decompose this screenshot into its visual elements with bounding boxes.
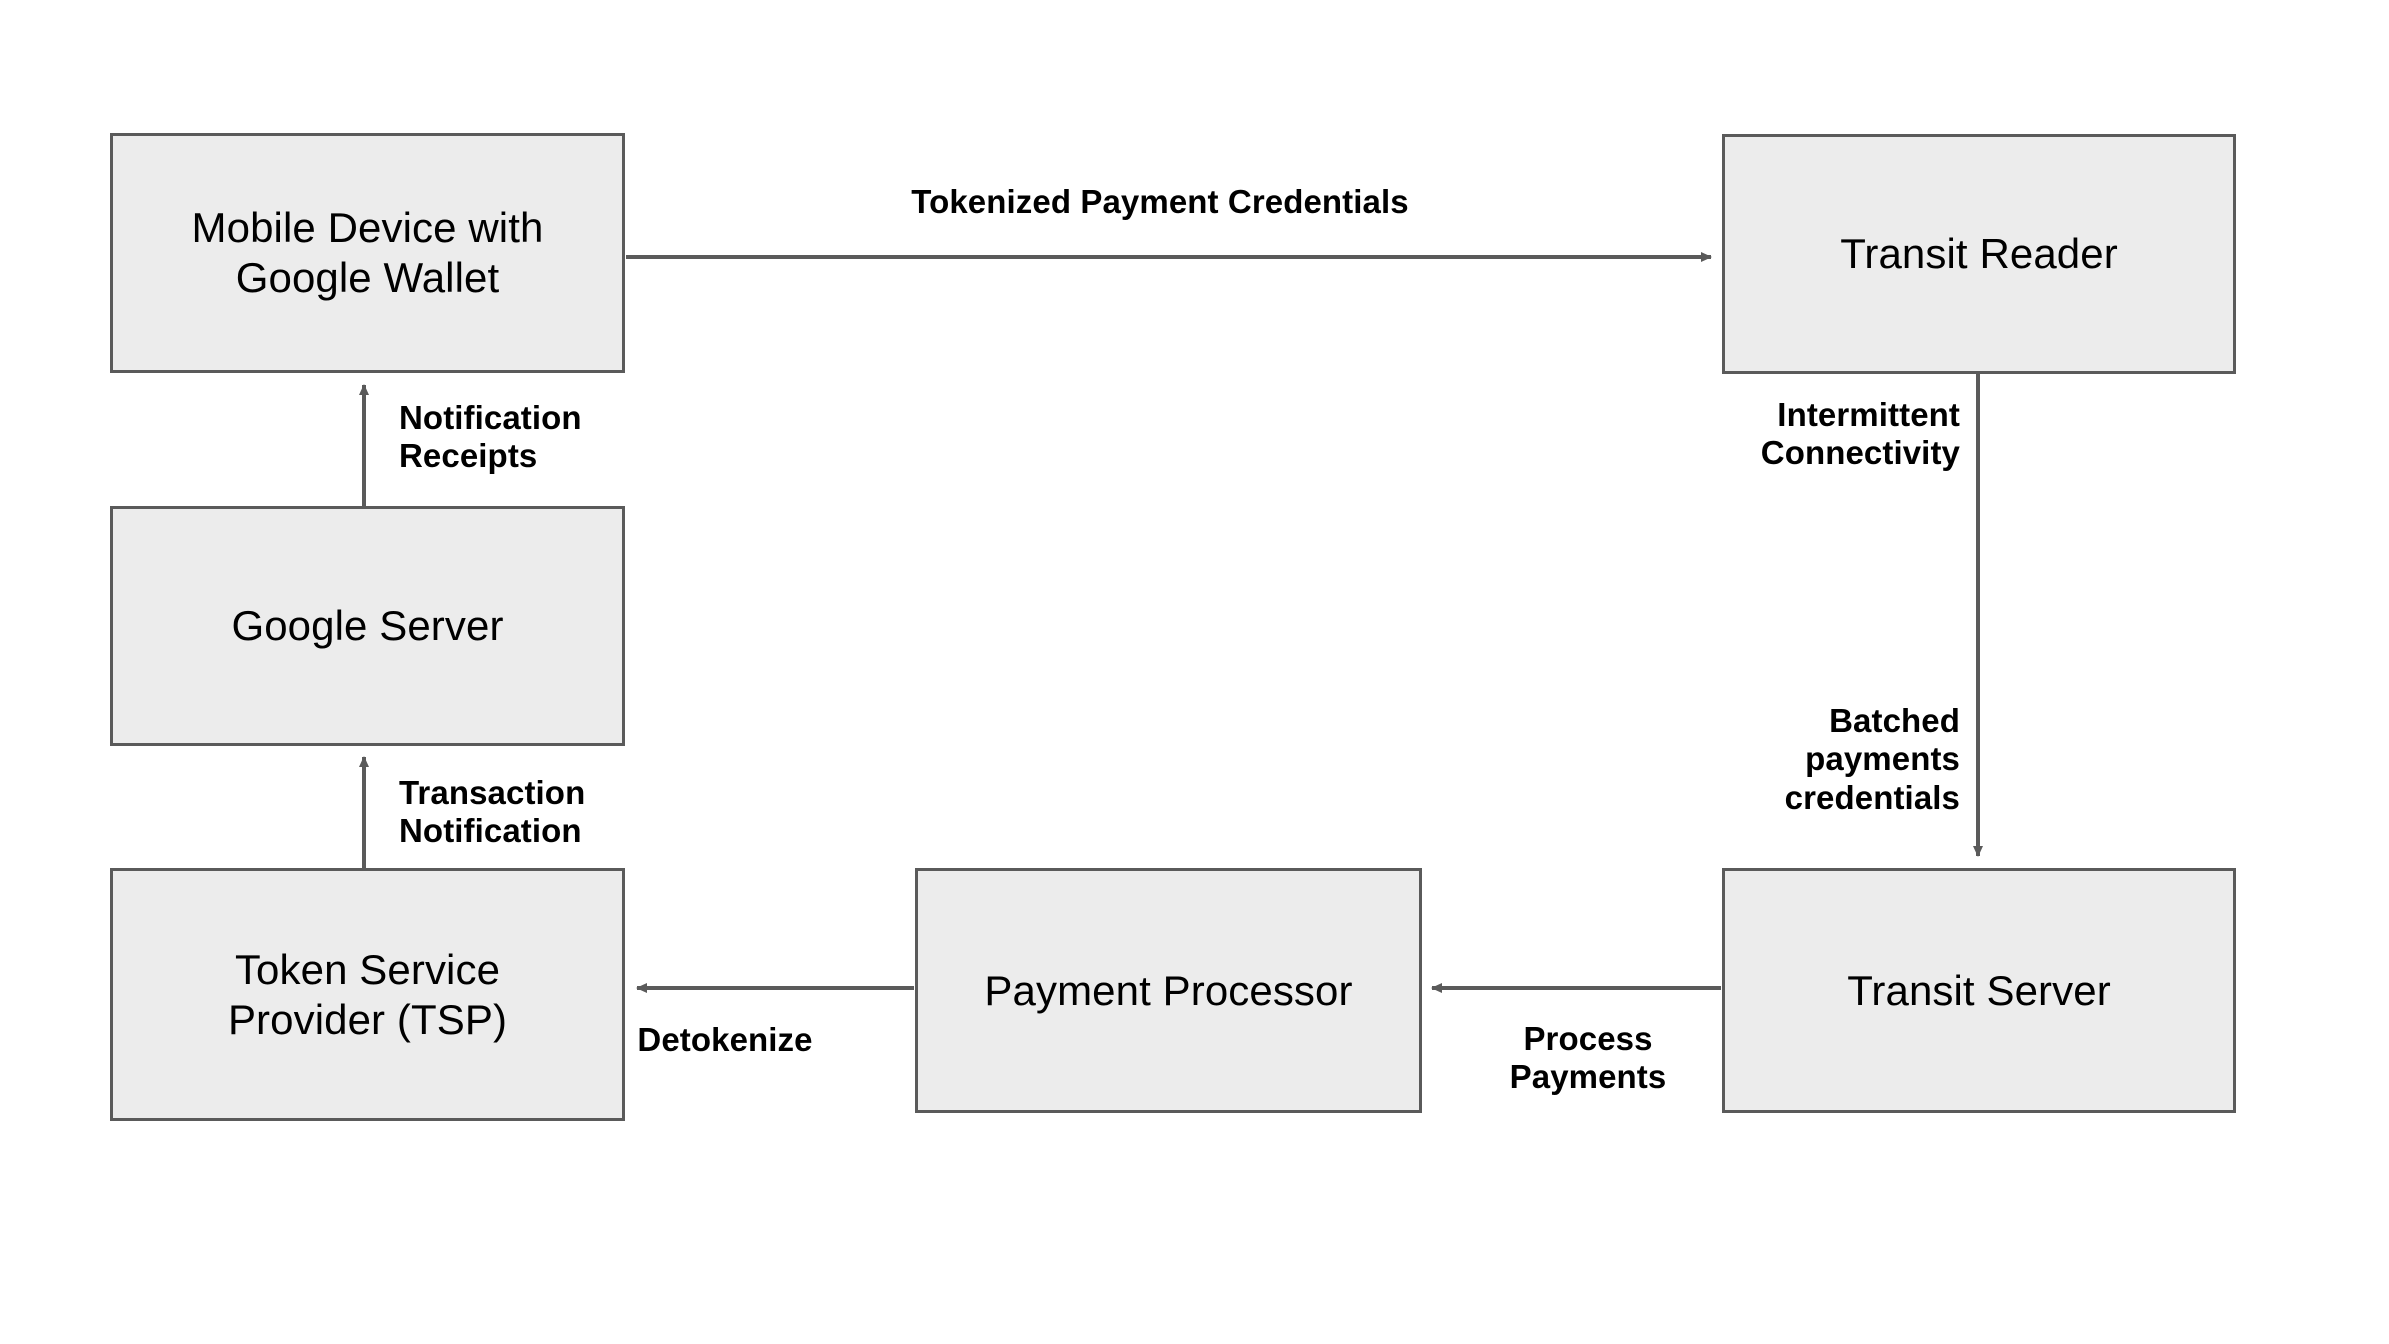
node-transit-reader-label: Transit Reader (1840, 230, 2118, 278)
node-mobile-device-label: Mobile Device with Google Wallet (191, 204, 544, 301)
node-google-server-label: Google Server (231, 602, 504, 650)
node-transit-server[interactable]: Transit Server (1722, 868, 2236, 1113)
node-transit-reader[interactable]: Transit Reader (1722, 134, 2236, 374)
edge-label-batched-payments-credentials: Batched payments credentials (1784, 702, 1960, 816)
node-transit-server-label: Transit Server (1847, 966, 2111, 1014)
edge-label-tokenized-payment-credentials: Tokenized Payment Credentials (911, 183, 1409, 220)
node-payment-processor-label: Payment Processor (984, 966, 1353, 1014)
node-payment-processor[interactable]: Payment Processor (915, 868, 1422, 1113)
edge-label-intermittent-connectivity: Intermittent Connectivity (1760, 396, 1960, 472)
edge-label-detokenize: Detokenize (637, 1021, 813, 1058)
node-mobile-device[interactable]: Mobile Device with Google Wallet (110, 133, 625, 373)
node-token-service-provider-label: Token Service Provider (TSP) (227, 945, 508, 1043)
edge-label-notification-receipts: Notification Receipts (399, 399, 582, 475)
edge-label-process-payments: Process Payments (1509, 1020, 1667, 1096)
edge-label-transaction-notification: Transaction Notification (399, 774, 586, 850)
node-token-service-provider[interactable]: Token Service Provider (TSP) (110, 868, 625, 1121)
node-google-server[interactable]: Google Server (110, 506, 625, 746)
